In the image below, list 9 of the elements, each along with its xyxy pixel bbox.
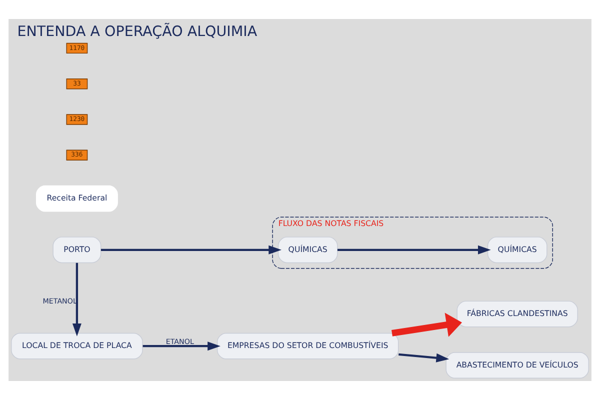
arrow — [337, 245, 491, 254]
arrow — [142, 342, 220, 351]
arrow — [392, 312, 462, 337]
arrow — [398, 353, 450, 362]
arrow — [72, 262, 82, 336]
diagram-title: ENTENDA A OPERAÇÃO ALQUIMIA — [17, 24, 258, 40]
arrow — [100, 245, 282, 254]
edge-label: ETANOL — [166, 336, 194, 346]
edge-label: METANOL — [42, 296, 77, 306]
